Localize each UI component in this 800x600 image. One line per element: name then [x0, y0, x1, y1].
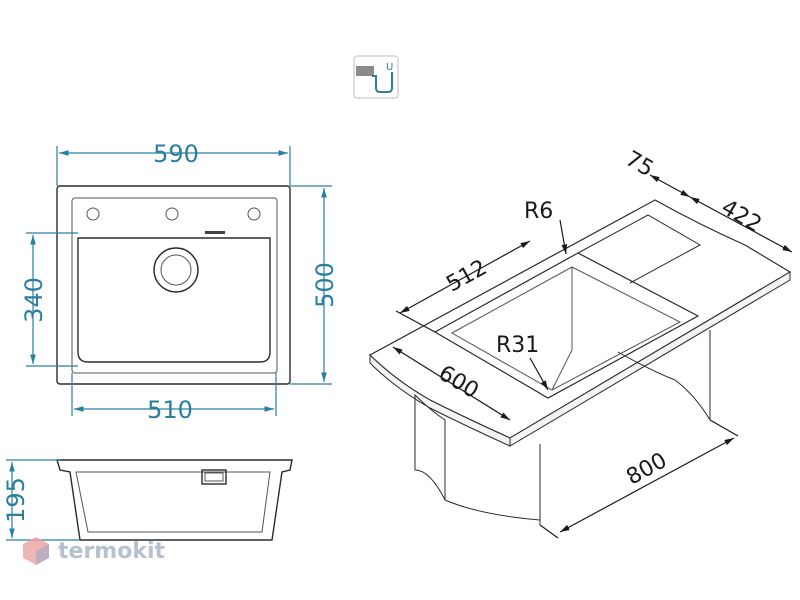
dim-total-length: 800: [622, 448, 671, 490]
basin-rim: [450, 266, 682, 391]
side-inner-profile: [75, 471, 271, 533]
tap-hole-center: [165, 207, 179, 221]
top-view: 590 510 500 340: [20, 140, 339, 424]
dim-shelf-width: 422: [717, 195, 766, 238]
shelf-divider: [577, 214, 702, 284]
installation-type-icon: U: [353, 55, 399, 99]
side-section-view: 195: [2, 459, 293, 541]
radius-large-label: R31: [496, 333, 539, 358]
dim-width-outer: 590: [153, 140, 199, 168]
radius-small-label: R6: [524, 199, 553, 224]
perspective-view: 512 600 R31 R6 75 422 800: [369, 147, 793, 539]
dim-line-512: [399, 240, 531, 314]
dim-basin-length: 512: [442, 255, 491, 297]
dim-line-800: [559, 437, 735, 533]
dim-line-600: [392, 346, 511, 421]
dim-depth: 195: [2, 477, 30, 523]
sink-outer-rim: [56, 185, 291, 385]
dim-line-422: [689, 196, 793, 253]
dim-width-inner: 510: [147, 396, 193, 424]
countertop-edge-front: [509, 271, 791, 447]
brand-logo-icon: [23, 537, 49, 565]
drain-inner: [160, 254, 192, 286]
basin-outline: [77, 237, 271, 363]
overflow-box: [201, 469, 227, 485]
brand-watermark: termokit: [22, 536, 165, 566]
drain-outer: [153, 247, 199, 293]
brand-name: termokit: [58, 538, 166, 564]
dim-height-inner: 340: [20, 277, 48, 323]
dim-height-outer: 500: [311, 262, 339, 308]
tap-hole-left: [86, 207, 100, 221]
install-icon-label: U: [386, 62, 393, 73]
overflow-slot: [205, 231, 225, 234]
dim-shelf-gap: 75: [621, 147, 658, 183]
side-outer-profile: [56, 459, 293, 541]
tap-hole-right: [247, 207, 261, 221]
sink-inner-rim: [71, 197, 278, 374]
dim-line-75: [649, 174, 691, 198]
sink-cutout: [433, 252, 700, 399]
